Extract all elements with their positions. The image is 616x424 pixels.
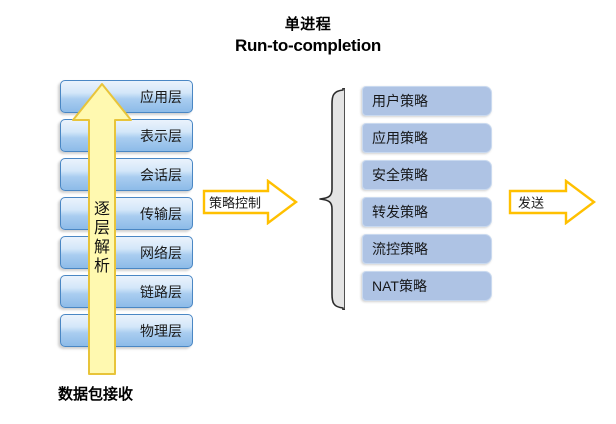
policy-item[interactable]: 流控策略 [362,234,492,264]
policy-item[interactable]: 转发策略 [362,197,492,227]
page-title: 单进程 Run-to-completion [0,14,616,56]
policy-item-label: NAT策略 [372,278,427,294]
up-arrow-label: 逐 层 解 析 [92,200,112,276]
osi-layer-label: 传输层 [140,205,182,222]
up-arrow-char: 层 [93,220,110,237]
policy-item[interactable]: 应用策略 [362,123,492,153]
osi-layer-label: 会话层 [140,166,182,183]
grouping-brace [319,87,346,311]
policy-list: 用户策略 应用策略 安全策略 转发策略 流控策略 NAT策略 [362,86,496,308]
policy-control-arrow[interactable]: 策略控制 [202,178,298,226]
policy-item[interactable]: 用户策略 [362,86,492,116]
osi-layer-label: 链路层 [140,283,182,300]
policy-item-label: 应用策略 [372,130,428,146]
send-arrow[interactable]: 发送 [508,178,596,226]
osi-layer-label: 物理层 [140,322,182,339]
osi-layer-label: 网络层 [140,244,182,261]
policy-item-label: 安全策略 [372,167,428,183]
osi-layer-box[interactable]: 会话层 [60,158,193,191]
osi-layer-box[interactable]: 网络层 [60,236,193,269]
up-arrow-char: 逐 [93,201,110,218]
policy-item[interactable]: 安全策略 [362,160,492,190]
osi-layer-box[interactable]: 链路层 [60,275,193,308]
send-label: 发送 [518,195,545,211]
policy-item-label: 流控策略 [372,241,428,257]
policy-item[interactable]: NAT策略 [362,271,492,301]
osi-layer-box[interactable]: 物理层 [60,314,193,347]
policy-item-label: 用户策略 [372,93,428,109]
title-line-2: Run-to-completion [235,36,381,55]
title-line-1: 单进程 [284,16,332,33]
osi-layer-stack: 应用层 表示层 会话层 传输层 网络层 链路层 物理层 [60,80,197,347]
osi-layer-label: 应用层 [140,88,182,105]
up-arrow-char: 析 [93,258,110,275]
osi-layer-label: 表示层 [140,127,182,144]
up-arrow-icon [72,83,132,375]
osi-layer-box[interactable]: 传输层 [60,197,193,230]
up-arrow-char: 解 [93,239,110,256]
osi-layer-box[interactable]: 表示层 [60,119,193,152]
curly-brace-icon [319,87,346,311]
right-arrow-icon [508,178,596,226]
policy-item-label: 转发策略 [372,204,428,220]
packet-receive-caption: 数据包接收 [58,386,134,403]
policy-control-label: 策略控制 [209,195,262,211]
layer-parsing-up-arrow: 逐 层 解 析 [71,82,133,376]
right-arrow-icon [202,178,298,226]
